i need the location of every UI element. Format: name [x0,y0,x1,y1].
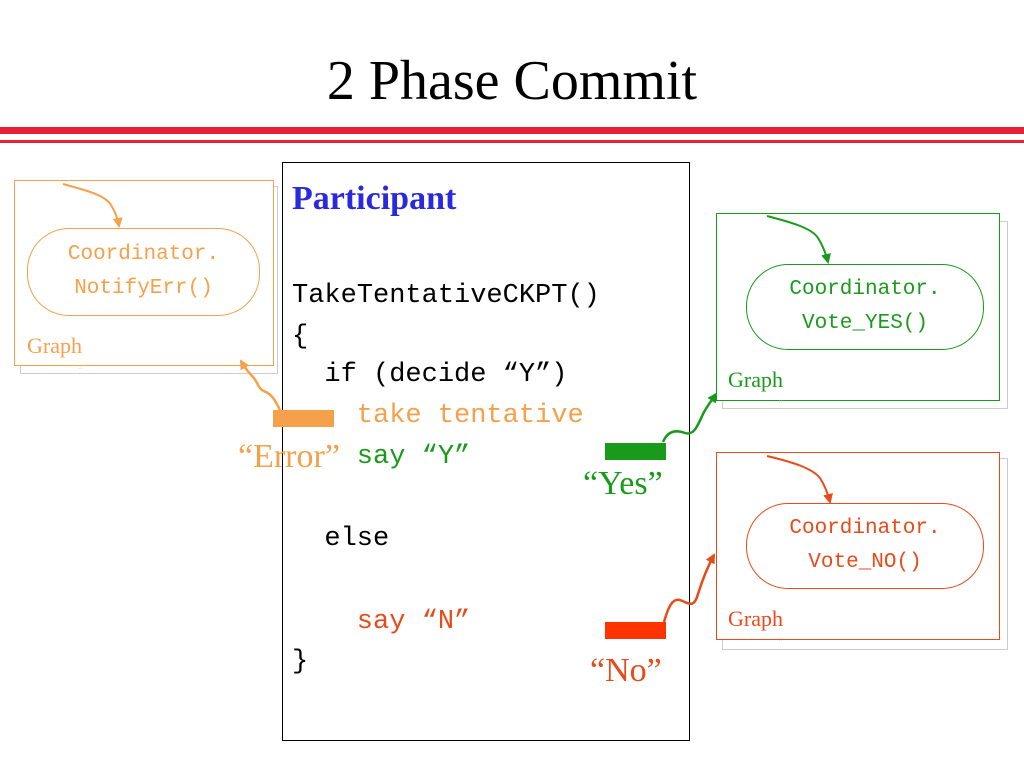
yes-signal-arrow [661,392,718,443]
no-graph-label: Graph [728,606,783,631]
error-graph-node: Coordinator. NotifyErr() [27,228,260,316]
code-line-else: else [292,524,390,554]
no-node-line1: Coordinator. [789,517,941,540]
yes-graph-label: Graph [728,367,783,392]
no-signal-arrow [662,553,716,623]
title-rule-thick [0,127,1024,134]
error-node-line1: Coordinator. [67,243,220,266]
code-line-say-y: say “Y” [292,442,471,472]
yes-graph-mark: :: [779,399,783,405]
no-signal-label: “No” [590,652,662,689]
participant-title: Participant [292,180,457,217]
code-line-take-tentative: take tentative [292,401,584,431]
participant-box [282,162,690,741]
yes-entry-arrow [766,215,831,264]
error-node-line2: NotifyErr() [74,277,213,300]
title-rule-thin [0,140,1024,143]
error-graph-label: Graph [27,333,82,358]
yes-node-line2: Vote_YES() [801,312,929,335]
yes-node-line1: Coordinator. [789,278,941,301]
page-title: 2 Phase Commit [326,50,698,112]
no-node-line2: Vote_NO() [808,551,922,574]
yes-signal-bar [605,443,666,460]
no-signal-bar [605,622,666,639]
no-graph-mark: :: [779,637,783,643]
no-entry-arrow [766,455,833,504]
error-return-arrow [239,359,282,411]
error-signal-label: “Error” [238,438,340,475]
code-line-say-n: say “N” [292,607,471,637]
code-line-1: TakeTentativeCKPT() [292,281,600,311]
error-graph-mark: :: [79,365,83,371]
yes-graph-node: Coordinator. Vote_YES() [746,264,984,350]
no-graph-node: Coordinator. Vote_NO() [746,503,984,589]
code-line-3: if (decide “Y”) [292,360,568,390]
yes-signal-label: “Yes” [583,465,663,502]
code-line-close: } [292,647,309,677]
code-line-2: { [292,322,309,352]
error-entry-arrow [62,183,123,228]
error-signal-bar [273,410,334,427]
